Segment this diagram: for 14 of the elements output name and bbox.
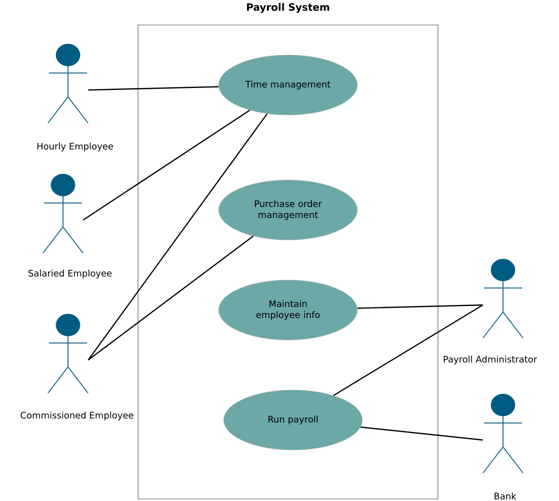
actor-name: Hourly Employee [37,142,113,152]
association-line [88,86,219,91]
association-line [333,304,484,396]
actor-name: Salaried Employee [28,270,112,278]
association-line [360,426,483,441]
system-boundary [138,24,438,500]
association-line [88,113,268,360]
system-title: Payroll System [247,3,330,13]
association-line [82,110,250,220]
actor-name: Payroll Administrator [444,356,538,364]
actor-name: Bank [494,492,516,500]
association-line [88,236,254,360]
actor-name: Commissioned Employee [20,412,134,420]
association-line [357,304,483,309]
